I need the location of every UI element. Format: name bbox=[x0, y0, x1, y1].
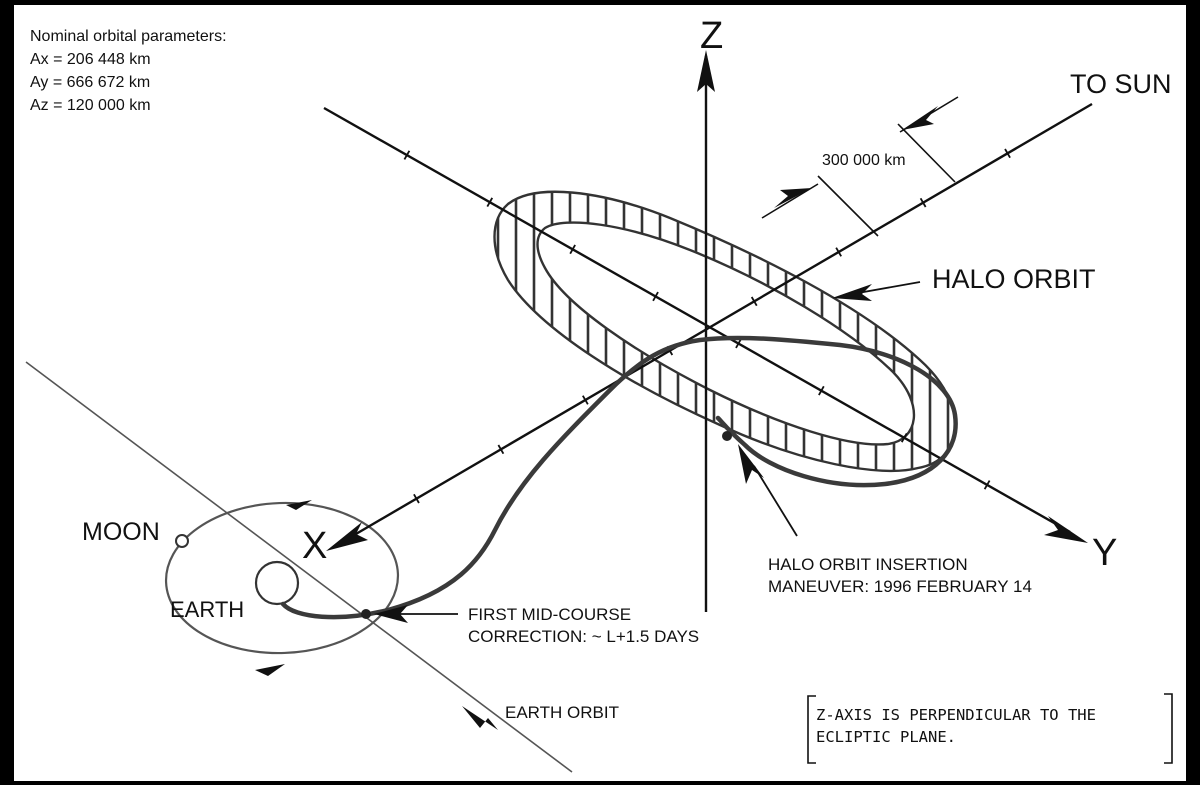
parameters-heading: Nominal orbital parameters: bbox=[30, 28, 227, 45]
y-axis-arrowhead bbox=[1044, 516, 1088, 543]
mcc-pointer bbox=[374, 605, 458, 623]
moon-orbit-arrow-top bbox=[286, 500, 312, 510]
orbital-parameters: Nominal orbital parameters: Ax = 206 448… bbox=[30, 28, 227, 114]
halo-orbit-ring bbox=[493, 190, 957, 473]
param-ay: Ay = 666 672 km bbox=[30, 74, 150, 91]
hoi-point bbox=[722, 431, 732, 441]
y-axis bbox=[323, 106, 1088, 543]
scale-arrow-right bbox=[902, 106, 938, 130]
hoi-label-line1: HALO ORBIT INSERTION bbox=[768, 555, 968, 574]
hoi-pointer bbox=[738, 444, 798, 537]
note-line2: ECLIPTIC PLANE. bbox=[816, 728, 956, 746]
note-line1: Z-AXIS IS PERPENDICULAR TO THE bbox=[816, 706, 1096, 724]
mcc-label-line2: CORRECTION: ~ L+1.5 DAYS bbox=[468, 627, 699, 646]
mcc-label-line1: FIRST MID-COURSE bbox=[468, 605, 631, 624]
halo-orbit-pointer bbox=[832, 281, 921, 301]
diagram-canvas bbox=[14, 5, 1186, 781]
scale-label: 300 000 km bbox=[822, 152, 906, 169]
z-axis bbox=[697, 50, 715, 612]
moon-marker bbox=[175, 534, 189, 548]
y-axis-label: Y bbox=[1092, 532, 1117, 574]
x-axis-arrowhead bbox=[326, 522, 368, 551]
z-axis-label: Z bbox=[700, 15, 723, 57]
earth-label: EARTH bbox=[170, 597, 244, 622]
note-box bbox=[807, 693, 1173, 764]
param-ax: Ax = 206 448 km bbox=[30, 51, 151, 68]
param-az: Az = 120 000 km bbox=[30, 97, 151, 114]
earth-circle bbox=[254, 560, 300, 606]
transfer-trajectory bbox=[280, 335, 958, 620]
hoi-label-line2: MANEUVER: 1996 FEBRUARY 14 bbox=[768, 577, 1032, 596]
z-axis-arrowhead bbox=[697, 50, 715, 92]
scale-arrow-left bbox=[774, 188, 812, 208]
earth-orbit-line bbox=[25, 361, 573, 773]
halo-orbit-label: HALO ORBIT bbox=[932, 264, 1096, 294]
moon-orbit bbox=[164, 500, 400, 676]
scale-bar bbox=[761, 96, 959, 237]
to-sun-label: TO SUN bbox=[1070, 69, 1172, 99]
earth-orbit-label: EARTH ORBIT bbox=[505, 703, 619, 722]
mcc-point bbox=[361, 609, 371, 619]
moon-orbit-arrow-bottom bbox=[255, 664, 285, 676]
moon-label: MOON bbox=[82, 518, 160, 546]
earth-orbit-arrowhead bbox=[462, 706, 498, 730]
x-axis bbox=[326, 102, 1093, 551]
x-axis-label: X bbox=[302, 525, 327, 567]
